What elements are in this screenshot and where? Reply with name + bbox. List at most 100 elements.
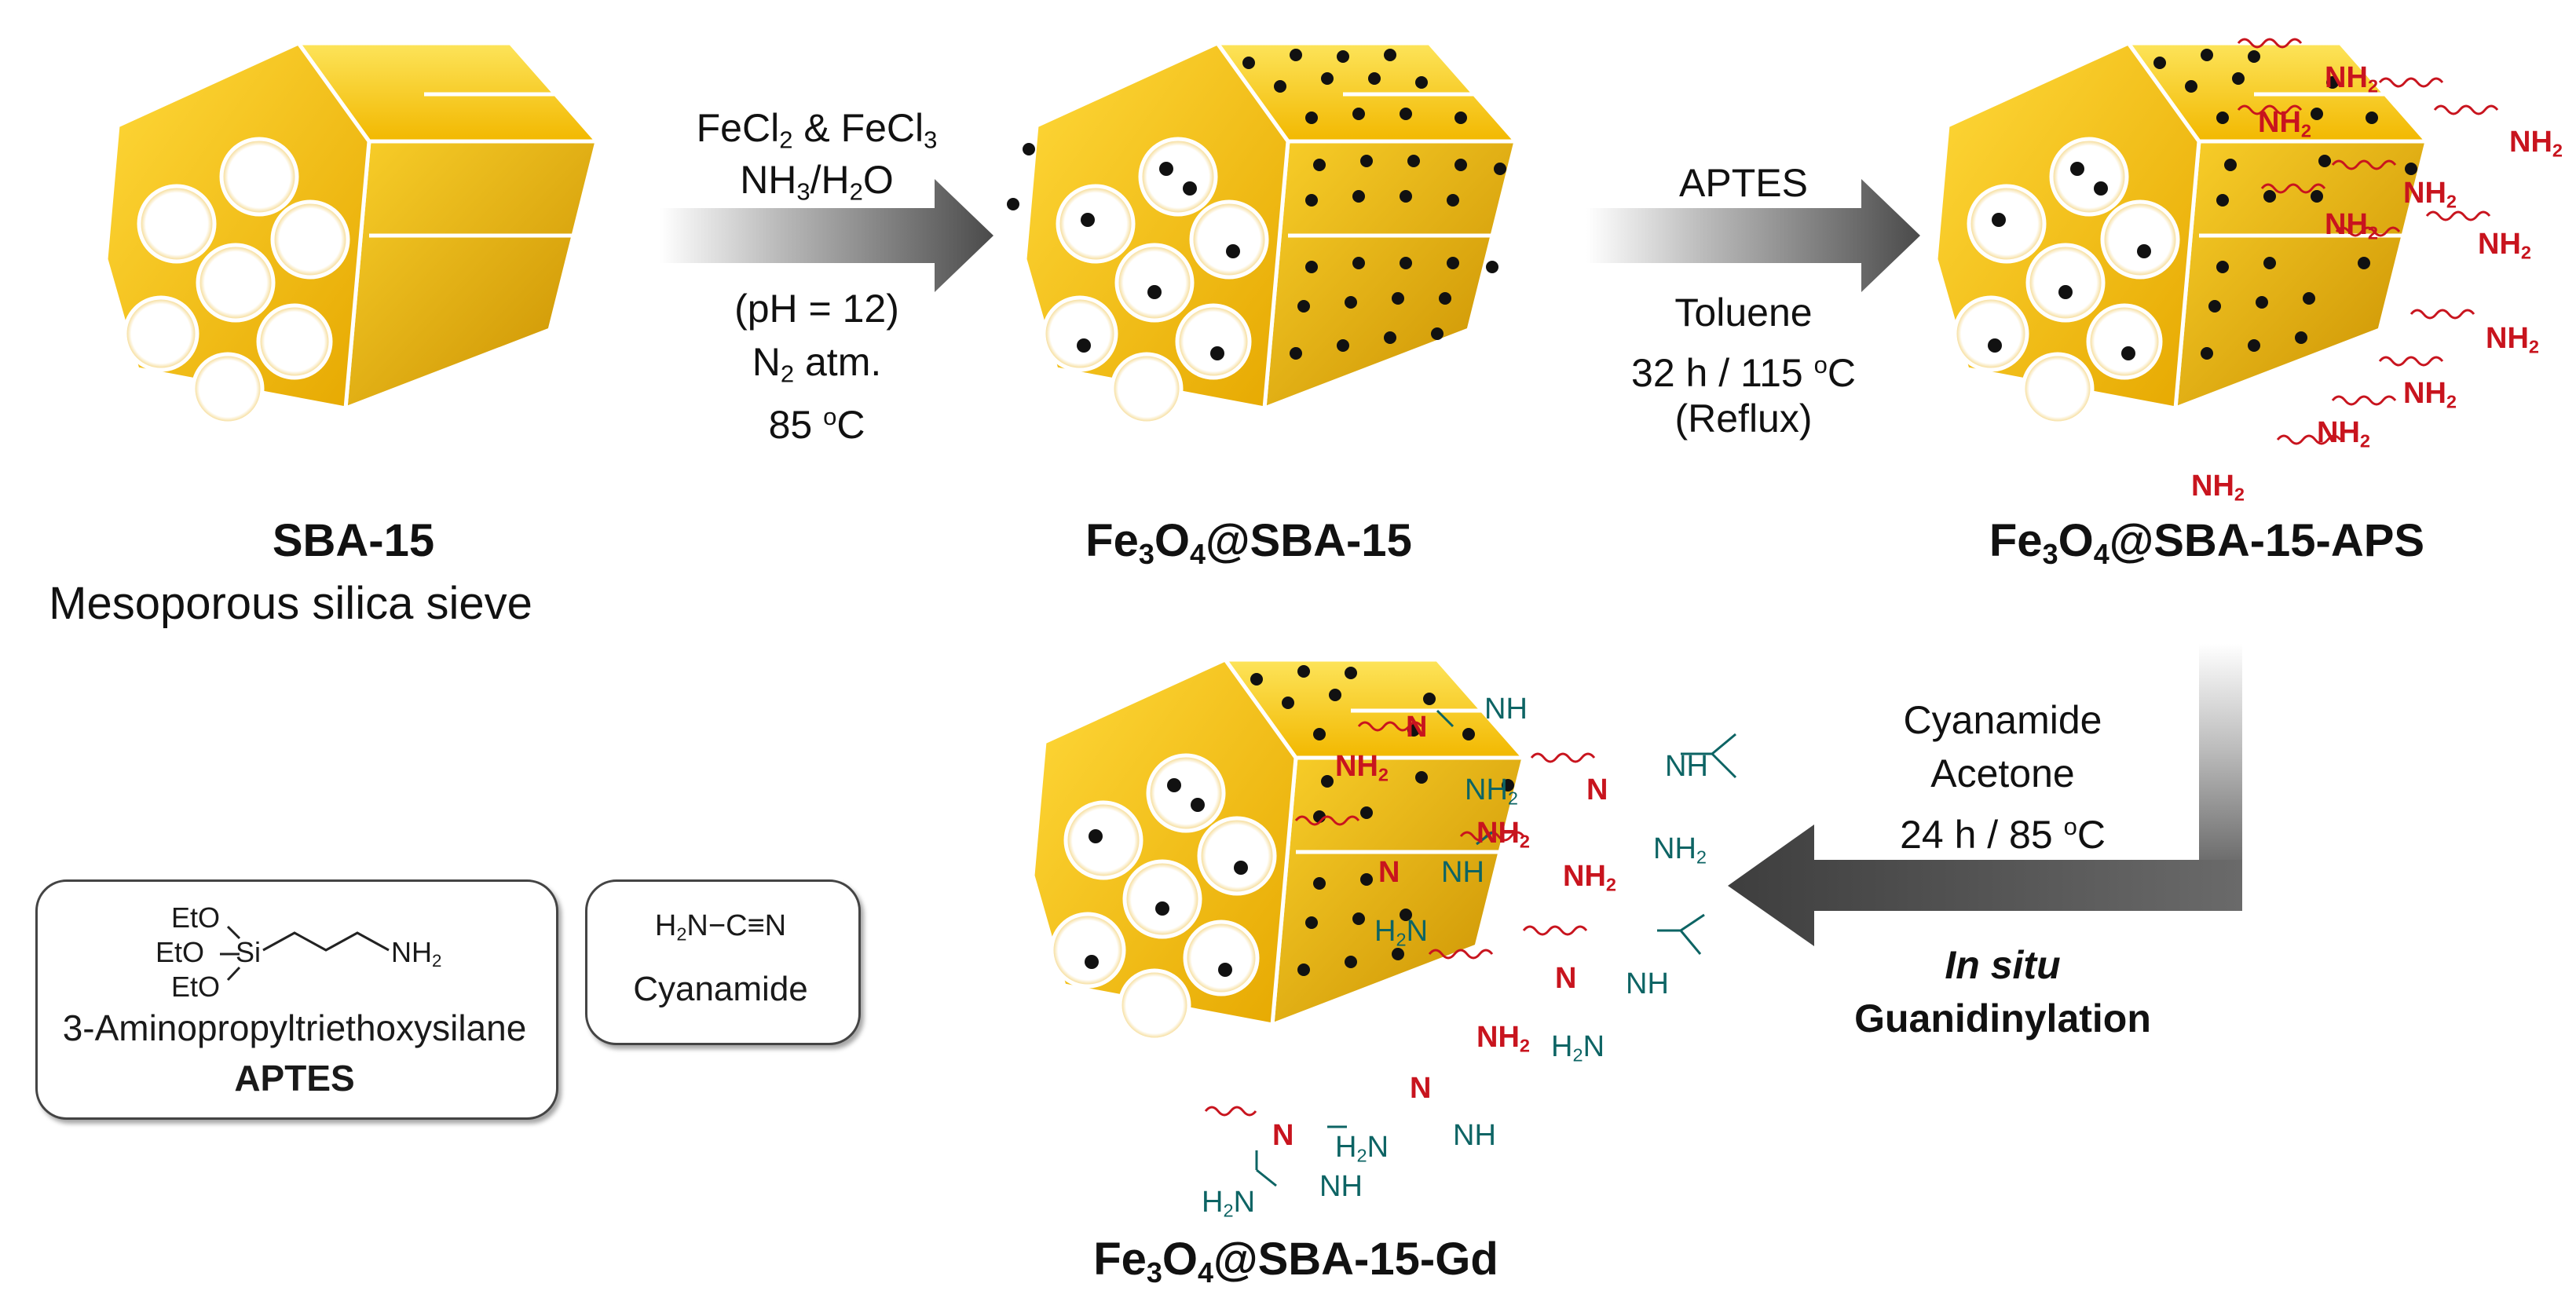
guanidine-nh2: NH2 bbox=[1465, 773, 1518, 809]
guanidine-nh: NH bbox=[1319, 1170, 1363, 1203]
aptes-nh2: NH2 bbox=[391, 936, 442, 971]
cyanamide-name: Cyanamide bbox=[633, 970, 808, 1008]
step3-time-temperature: 24 h / 85 oC bbox=[1900, 813, 2106, 857]
amine-n: N bbox=[1272, 1119, 1294, 1152]
fe3o4-sba15-label: Fe3O4@SBA-15 bbox=[1085, 515, 1412, 571]
nh2-group: NH2 bbox=[2403, 177, 2457, 212]
pore bbox=[270, 199, 350, 280]
step3-reagent: Cyanamide bbox=[1903, 698, 2102, 742]
amine-n: N bbox=[1555, 962, 1577, 995]
nh2-group: NH2 bbox=[2478, 228, 2531, 263]
pore bbox=[137, 184, 217, 264]
nh2-group: NH2 bbox=[2403, 377, 2457, 412]
amine-n: N bbox=[1586, 773, 1608, 806]
aptes-eto-2: EtO bbox=[156, 936, 205, 968]
pore bbox=[1175, 303, 1252, 380]
aptes-si: Si bbox=[236, 936, 262, 968]
step3-solvent: Acetone bbox=[1930, 751, 2075, 795]
rod-side-face bbox=[1262, 139, 1519, 411]
pore bbox=[123, 295, 199, 372]
pore bbox=[1189, 199, 1269, 280]
pore bbox=[1197, 816, 1277, 896]
pore bbox=[2086, 303, 2163, 380]
arrow-step-1 bbox=[660, 179, 993, 292]
pore bbox=[2025, 243, 2106, 323]
arrow-step-3-down bbox=[2199, 644, 2242, 911]
nh2-group: NH2 bbox=[2317, 416, 2370, 452]
guanidine-nh2: NH2 bbox=[1653, 832, 1707, 868]
aptes-abbreviation: APTES bbox=[234, 1058, 355, 1099]
pore bbox=[1122, 859, 1202, 939]
aptes-full-name: 3-Aminopropyltriethoxysilane bbox=[62, 1007, 527, 1048]
guanidine-bonds bbox=[1255, 709, 1737, 1187]
pore bbox=[1041, 295, 1118, 372]
fe3o4-nanoparticles bbox=[1988, 49, 2417, 360]
step3-in-situ: In situ bbox=[1945, 943, 2061, 987]
aptes-eto-1: EtO bbox=[171, 901, 221, 934]
guanidine-nh: NH bbox=[1453, 1119, 1496, 1152]
pore bbox=[1138, 137, 1218, 217]
nh2-group: NH2 bbox=[1476, 817, 1530, 852]
pore-array bbox=[1049, 753, 1277, 1042]
fe3o4-nanoparticles bbox=[1007, 49, 1506, 360]
amine-n: N bbox=[1406, 711, 1428, 744]
aptes-eto-3: EtO bbox=[171, 971, 221, 1003]
rod-side-face bbox=[2173, 139, 2430, 411]
arrow-step-2 bbox=[1586, 179, 1920, 292]
guanidine-h2n: H2N bbox=[1335, 1131, 1389, 1166]
guanidine-h2n: H2N bbox=[1374, 915, 1429, 950]
pore bbox=[196, 243, 276, 323]
pore bbox=[191, 352, 265, 426]
guanidine-nh: NH bbox=[1626, 967, 1669, 1000]
guanidine-h2n: H2N bbox=[1202, 1186, 1256, 1221]
nh2-group: NH2 bbox=[2325, 208, 2378, 243]
rod-side-face bbox=[343, 139, 600, 411]
pore bbox=[219, 137, 299, 217]
guanidine-nh: NH bbox=[1441, 856, 1484, 889]
aptes-legend-box bbox=[35, 879, 558, 1120]
pore bbox=[1118, 968, 1191, 1042]
step2-solvent: Toluene bbox=[1674, 291, 1813, 335]
pore bbox=[1056, 184, 1136, 264]
fe3o4-nanoparticles bbox=[1085, 665, 1514, 977]
pore bbox=[2021, 352, 2095, 426]
nh2-group: NH2 bbox=[1476, 1021, 1530, 1056]
pore bbox=[256, 303, 333, 380]
nh2-group: NH2 bbox=[2258, 106, 2311, 141]
sba15-description: Mesoporous silica sieve bbox=[49, 578, 532, 629]
nh2-group: NH2 bbox=[1563, 860, 1616, 895]
cyanamide-formula: H2N−C≡N bbox=[654, 909, 787, 945]
pore bbox=[1967, 184, 2047, 264]
pore bbox=[1114, 243, 1195, 323]
guanidine-nh: NH bbox=[1665, 750, 1708, 783]
step2-reagent: APTES bbox=[1679, 161, 1808, 205]
pore-array bbox=[1952, 137, 2180, 426]
guanidine-h2n: H2N bbox=[1551, 1030, 1605, 1066]
amine-n: N bbox=[1378, 856, 1400, 889]
fe3o4-sba15-aps-structure bbox=[1934, 38, 2499, 445]
pore bbox=[1110, 352, 1184, 426]
nh2-group: NH2 bbox=[2509, 126, 2563, 161]
nh2-group: NH2 bbox=[2325, 61, 2378, 97]
fe3o4-sba15-structure bbox=[1007, 40, 1520, 426]
step1-atmosphere: N2 atm. bbox=[752, 340, 882, 388]
step1-reagents: FeCl2 & FeCl3 bbox=[696, 106, 938, 154]
amine-n: N bbox=[1410, 1072, 1432, 1105]
step3-guanidinylation: Guanidinylation bbox=[1854, 996, 2151, 1040]
pore bbox=[2100, 199, 2180, 280]
guanidine-linkers bbox=[1204, 721, 1596, 1117]
sba15-label: SBA-15 bbox=[272, 515, 435, 566]
pore bbox=[1146, 753, 1226, 833]
pore bbox=[1952, 295, 2029, 372]
step1-ph: (pH = 12) bbox=[734, 287, 899, 331]
guanidine-nh: NH bbox=[1484, 693, 1528, 726]
pore bbox=[2049, 137, 2129, 217]
step2-time-temperature: 32 h / 115 oC bbox=[1631, 351, 1856, 396]
fe3o4-sba15-aps-label: Fe3O4@SBA-15-APS bbox=[1989, 515, 2425, 571]
aptes-structure bbox=[220, 925, 390, 982]
arrow-step-3-left bbox=[1728, 825, 2242, 946]
pore bbox=[1063, 800, 1143, 880]
nh2-group: NH2 bbox=[2486, 322, 2539, 357]
step1-base: NH3/H2O bbox=[740, 158, 894, 206]
